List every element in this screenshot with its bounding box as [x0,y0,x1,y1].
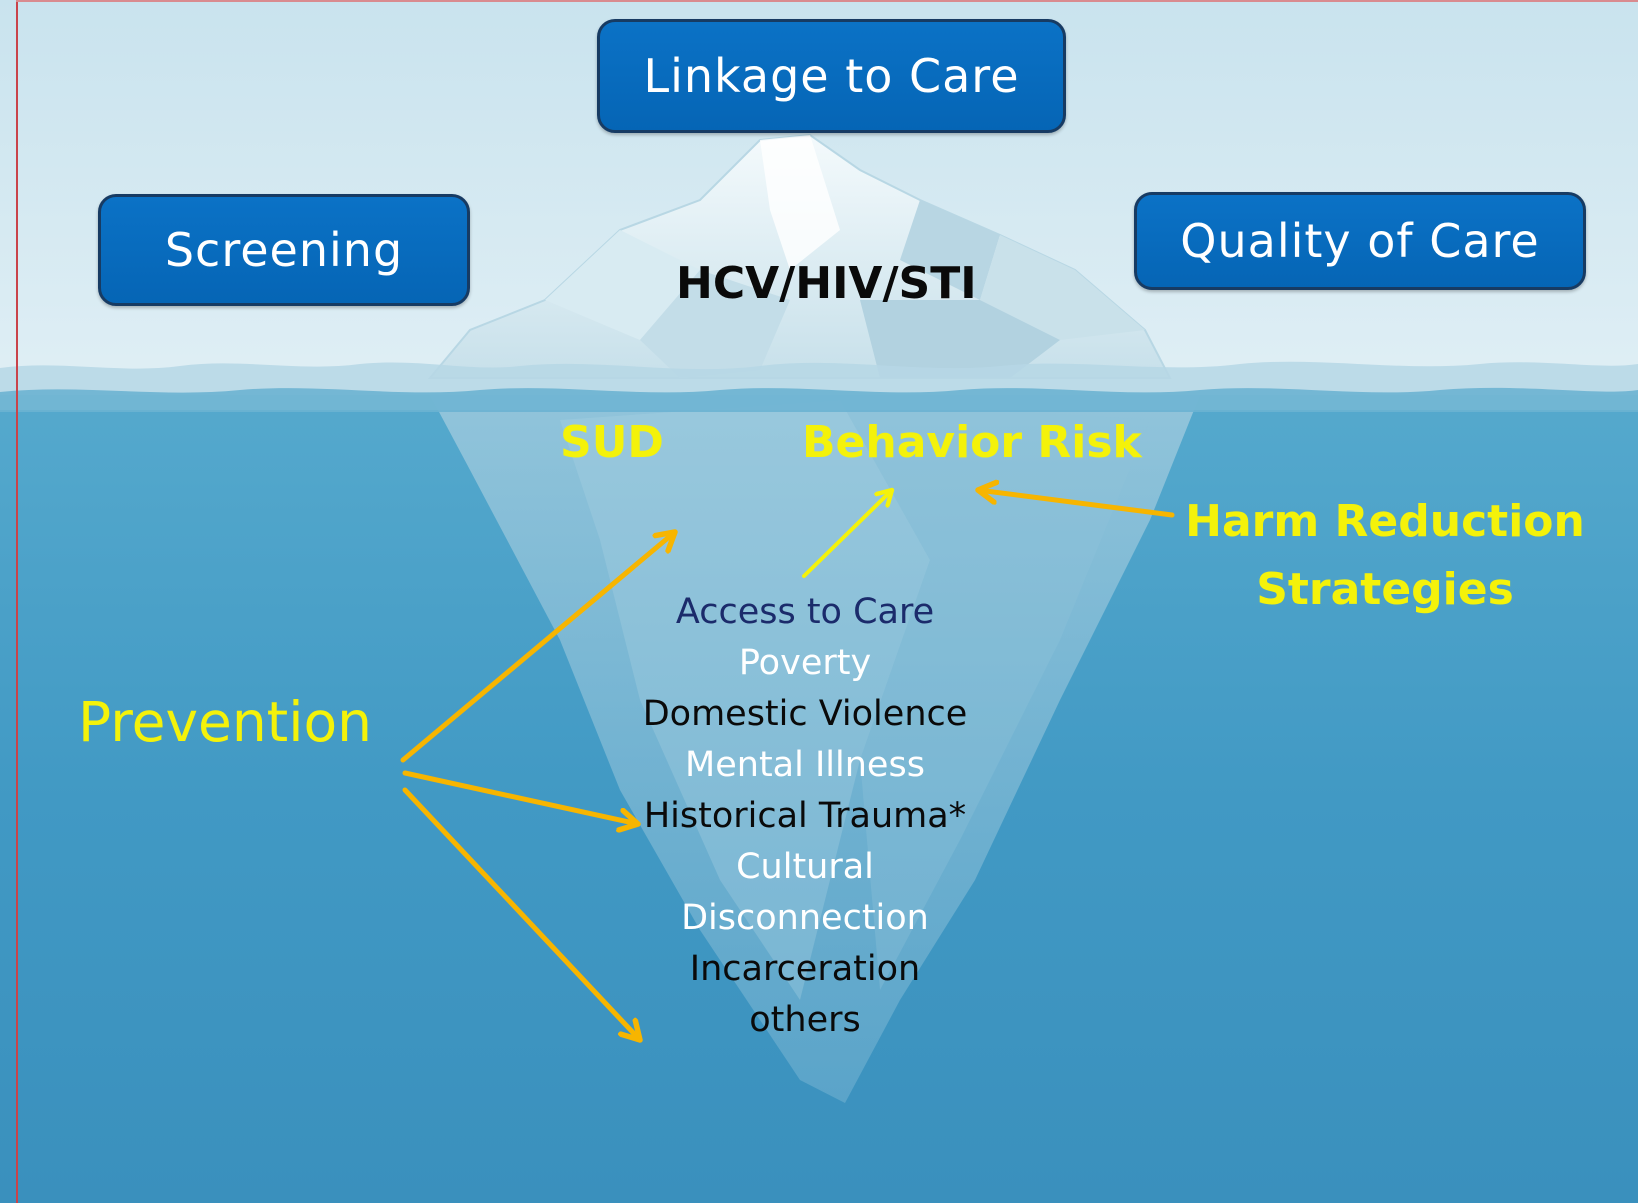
factor-item: Access to Care [675,592,935,632]
factor-item: Poverty [738,643,872,683]
harm-reduction-line1: Harm Reduction [1185,496,1585,547]
screening-box: Screening [98,194,470,306]
factor-item: others [749,1000,861,1040]
linkage-to-care-box: Linkage to Care [597,19,1066,133]
factor-item: Cultural [736,847,874,887]
linkage-to-care-label: Linkage to Care [643,49,1020,103]
behavior-risk-label: Behavior Risk [802,417,1142,468]
iceberg-tip-facet [860,300,1060,378]
iceberg-tip-facet [760,135,840,270]
frame-top-edge [16,0,1638,2]
screening-label: Screening [164,223,404,277]
arrow-prevention-to-deep-factors [402,787,640,1040]
prevention-label: Prevention [78,690,373,754]
iceberg-underwater [430,395,1200,1103]
arrow-prevention-to-sud [400,532,675,763]
factor-item: Disconnection [681,898,929,938]
harm-reduction-line2: Strategies [1256,564,1514,615]
tip-label: HCV/HIV/STI [676,258,977,309]
iceberg-underwater-facet [840,400,1150,990]
iceberg-tip-facet [640,270,790,378]
harm-reduction-label: Harm Reduction Strategies [1170,488,1600,624]
arrow-harm-reduction-to-behavior-risk [978,490,1175,518]
frame-left-edge [16,0,18,1203]
factor-item: Historical Trauma* [643,796,967,836]
sud-label: SUD [560,417,664,468]
quality-of-care-box: Quality of Care [1134,192,1586,290]
quality-of-care-label: Quality of Care [1180,214,1540,268]
factor-item: Domestic Violence [642,694,968,734]
water-surface-band [0,387,1638,412]
factor-item: Incarceration [689,949,921,989]
factor-item: Mental Illness [685,745,925,785]
arrow-prevention-to-historical-trauma [402,770,638,824]
iceberg-tip-facet [900,200,1000,300]
arrow-factors-to-behavior-risk [802,490,892,578]
iceberg-tip-facet [980,235,1145,340]
iceberg-tip-facet [545,230,700,340]
